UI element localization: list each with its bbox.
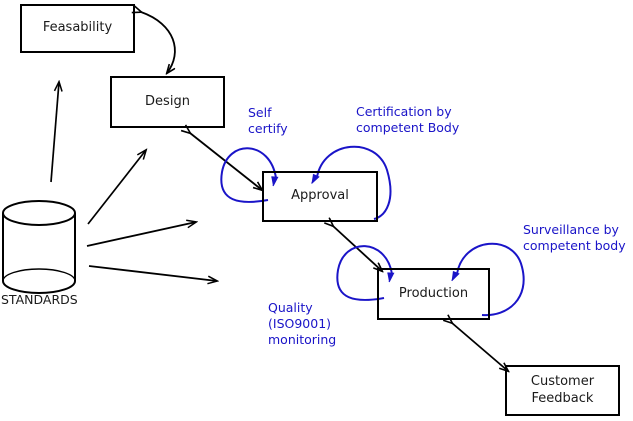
node-design[interactable]: Design: [110, 76, 225, 128]
loop-quality-monitoring: [336, 245, 395, 301]
node-production[interactable]: Production: [377, 268, 490, 320]
node-design-label: Design: [145, 93, 190, 109]
flow-standards-feasability: [50, 82, 59, 183]
annotation-certification-by-competent-body: Certification by competent Body: [356, 104, 460, 135]
node-feasability-label: Feasability: [42, 20, 113, 36]
flow-approval-production: [333, 226, 382, 271]
loop-surveillance-competent-body: [451, 242, 525, 317]
flow-feasability-design: [141, 12, 176, 73]
loop-certification-competent-body: [311, 145, 392, 220]
loop-self-certify: [220, 147, 279, 203]
standards-label: STANDARDS: [1, 292, 78, 307]
standards-cylinder: [2, 200, 76, 294]
flow-standards-production: [88, 265, 217, 281]
flow-standards-design: [87, 150, 146, 225]
standards-label-text: STANDARDS: [1, 292, 78, 307]
node-approval-label: Approval: [291, 188, 349, 204]
node-production-label: Production: [398, 285, 469, 301]
annotation-quality-iso9001-monitoring: Quality (ISO9001) monitoring: [268, 300, 337, 347]
node-customer-feedback[interactable]: Customer Feedback: [505, 365, 620, 416]
annotation-surveillance-by-competent-body: Surveillance by competent body: [523, 222, 626, 253]
node-feasability[interactable]: Feasability: [20, 4, 135, 53]
flow-standards-approval: [86, 222, 196, 247]
annotation-self-certify: Self certify: [248, 105, 288, 136]
node-customer-feedback-label: Customer Feedback: [530, 374, 595, 406]
flow-production-customer-feedback: [452, 323, 508, 371]
node-approval[interactable]: Approval: [262, 171, 378, 222]
